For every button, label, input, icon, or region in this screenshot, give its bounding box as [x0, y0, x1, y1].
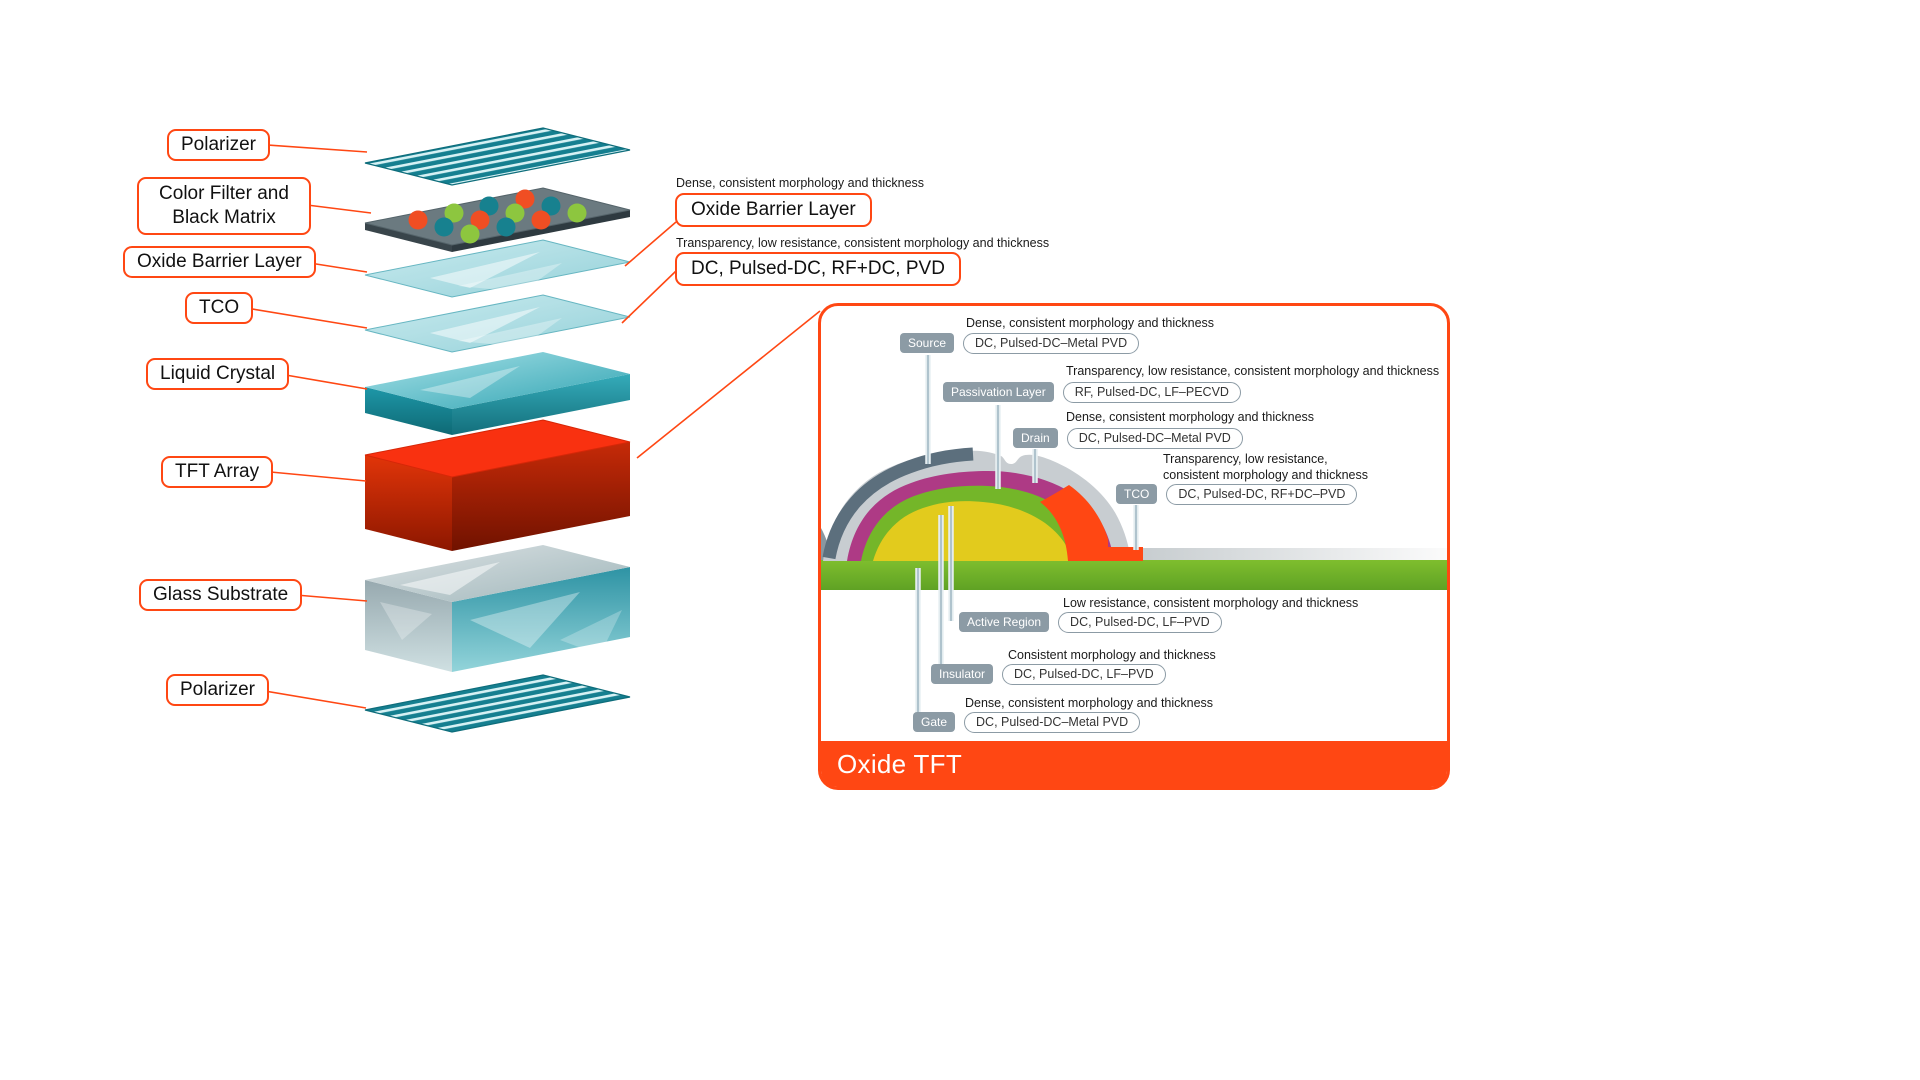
- callout-source: Source DC, Pulsed-DC–Metal PVD: [900, 333, 1140, 354]
- process-note: Transparency, low resistance, consistent…: [1066, 364, 1440, 378]
- stack-label-tco: TCO: [185, 292, 254, 324]
- layer-color-filter: [364, 187, 631, 252]
- tco-process-box: DC, Pulsed-DC, RF+DC, PVD: [675, 252, 961, 286]
- callout-passivation-layer: Passivation Layer RF, Pulsed-DC, LF–PECV…: [943, 382, 1241, 403]
- callout-gate: Gate DC, Pulsed-DC–Metal PVD: [913, 712, 1141, 733]
- process-pill: DC, Pulsed-DC, LF–PVD: [1058, 612, 1222, 633]
- callout-drain: Drain DC, Pulsed-DC–Metal PVD: [1013, 428, 1243, 449]
- stack-label-polarizer-top: Polarizer: [167, 129, 270, 161]
- tft-cross-section-art: [821, 355, 1447, 721]
- barrier-process-box: Oxide Barrier Layer: [675, 193, 872, 227]
- process-note: Dense, consistent morphology and thickne…: [965, 696, 1214, 710]
- stack-label-liquid-crystal: Liquid Crystal: [146, 358, 290, 390]
- flat-passivation-film: [1121, 548, 1447, 561]
- barrier-process-note: Dense, consistent morphology and thickne…: [676, 176, 925, 190]
- callout-active-region: Active Region DC, Pulsed-DC, LF–PVD: [959, 612, 1222, 633]
- layer-badge: TCO: [1116, 484, 1158, 505]
- tco-process-note: Transparency, low resistance, consistent…: [676, 236, 1050, 250]
- layer-badge: Drain: [1013, 428, 1058, 449]
- process-pill: DC, Pulsed-DC, RF+DC–PVD: [1166, 484, 1358, 505]
- layer-polarizer-top: [364, 127, 631, 186]
- base-layer: [821, 560, 1447, 590]
- callout-lines: [915, 355, 1139, 721]
- process-pill: DC, Pulsed-DC–Metal PVD: [964, 712, 1141, 733]
- layer-badge: Passivation Layer: [943, 382, 1054, 403]
- inset-title: Oxide TFT: [837, 748, 963, 779]
- connector-lines: [239, 143, 821, 709]
- stack-label-polarizer-bottom: Polarizer: [166, 674, 269, 706]
- process-pill: DC, Pulsed-DC–Metal PVD: [1066, 428, 1243, 449]
- process-pill: DC, Pulsed-DC, LF–PVD: [1002, 664, 1166, 685]
- stack-label-oxide-barrier: Oxide Barrier Layer: [123, 246, 316, 278]
- stack-label-color-filter: Color Filter and Black Matrix: [137, 177, 311, 235]
- process-pill: RF, Pulsed-DC, LF–PECVD: [1062, 382, 1241, 403]
- process-note: Dense, consistent morphology and thickne…: [1066, 410, 1315, 424]
- gate-insulator-mound: [873, 501, 1072, 561]
- inset-title-bar: Oxide TFT: [821, 741, 1447, 787]
- layer-badge: Active Region: [959, 612, 1050, 633]
- layer-badge: Gate: [913, 712, 956, 733]
- source-metal-band: [822, 447, 974, 560]
- layer-oxide-barrier: [364, 239, 631, 298]
- process-note: Consistent morphology and thickness: [1008, 648, 1216, 662]
- stack-label-glass-substrate: Glass Substrate: [139, 579, 303, 611]
- oxide-tft-inset-panel: Dense, consistent morphology and thickne…: [818, 303, 1450, 790]
- callout-insulator: Insulator DC, Pulsed-DC, LF–PVD: [931, 664, 1166, 685]
- process-pill: DC, Pulsed-DC–Metal PVD: [963, 333, 1140, 354]
- layer-tft-array: [364, 419, 631, 551]
- layer-glass-substrate: [365, 545, 630, 672]
- callout-tco: TCO DC, Pulsed-DC, RF+DC–PVD: [1116, 484, 1358, 505]
- layer-polarizer-bottom: [364, 674, 631, 733]
- layer-badge: Insulator: [931, 664, 994, 685]
- process-note: Low resistance, consistent morphology an…: [1063, 596, 1359, 610]
- layer-badge: Source: [900, 333, 955, 354]
- layer-liquid-crystal: [365, 352, 630, 435]
- process-note: Transparency, low resistance, consistent…: [1163, 452, 1368, 482]
- tco-region: [1040, 485, 1143, 561]
- layer-tco: [364, 294, 631, 353]
- stack-label-tft-array: TFT Array: [161, 456, 274, 488]
- process-note: Dense, consistent morphology and thickne…: [966, 316, 1215, 330]
